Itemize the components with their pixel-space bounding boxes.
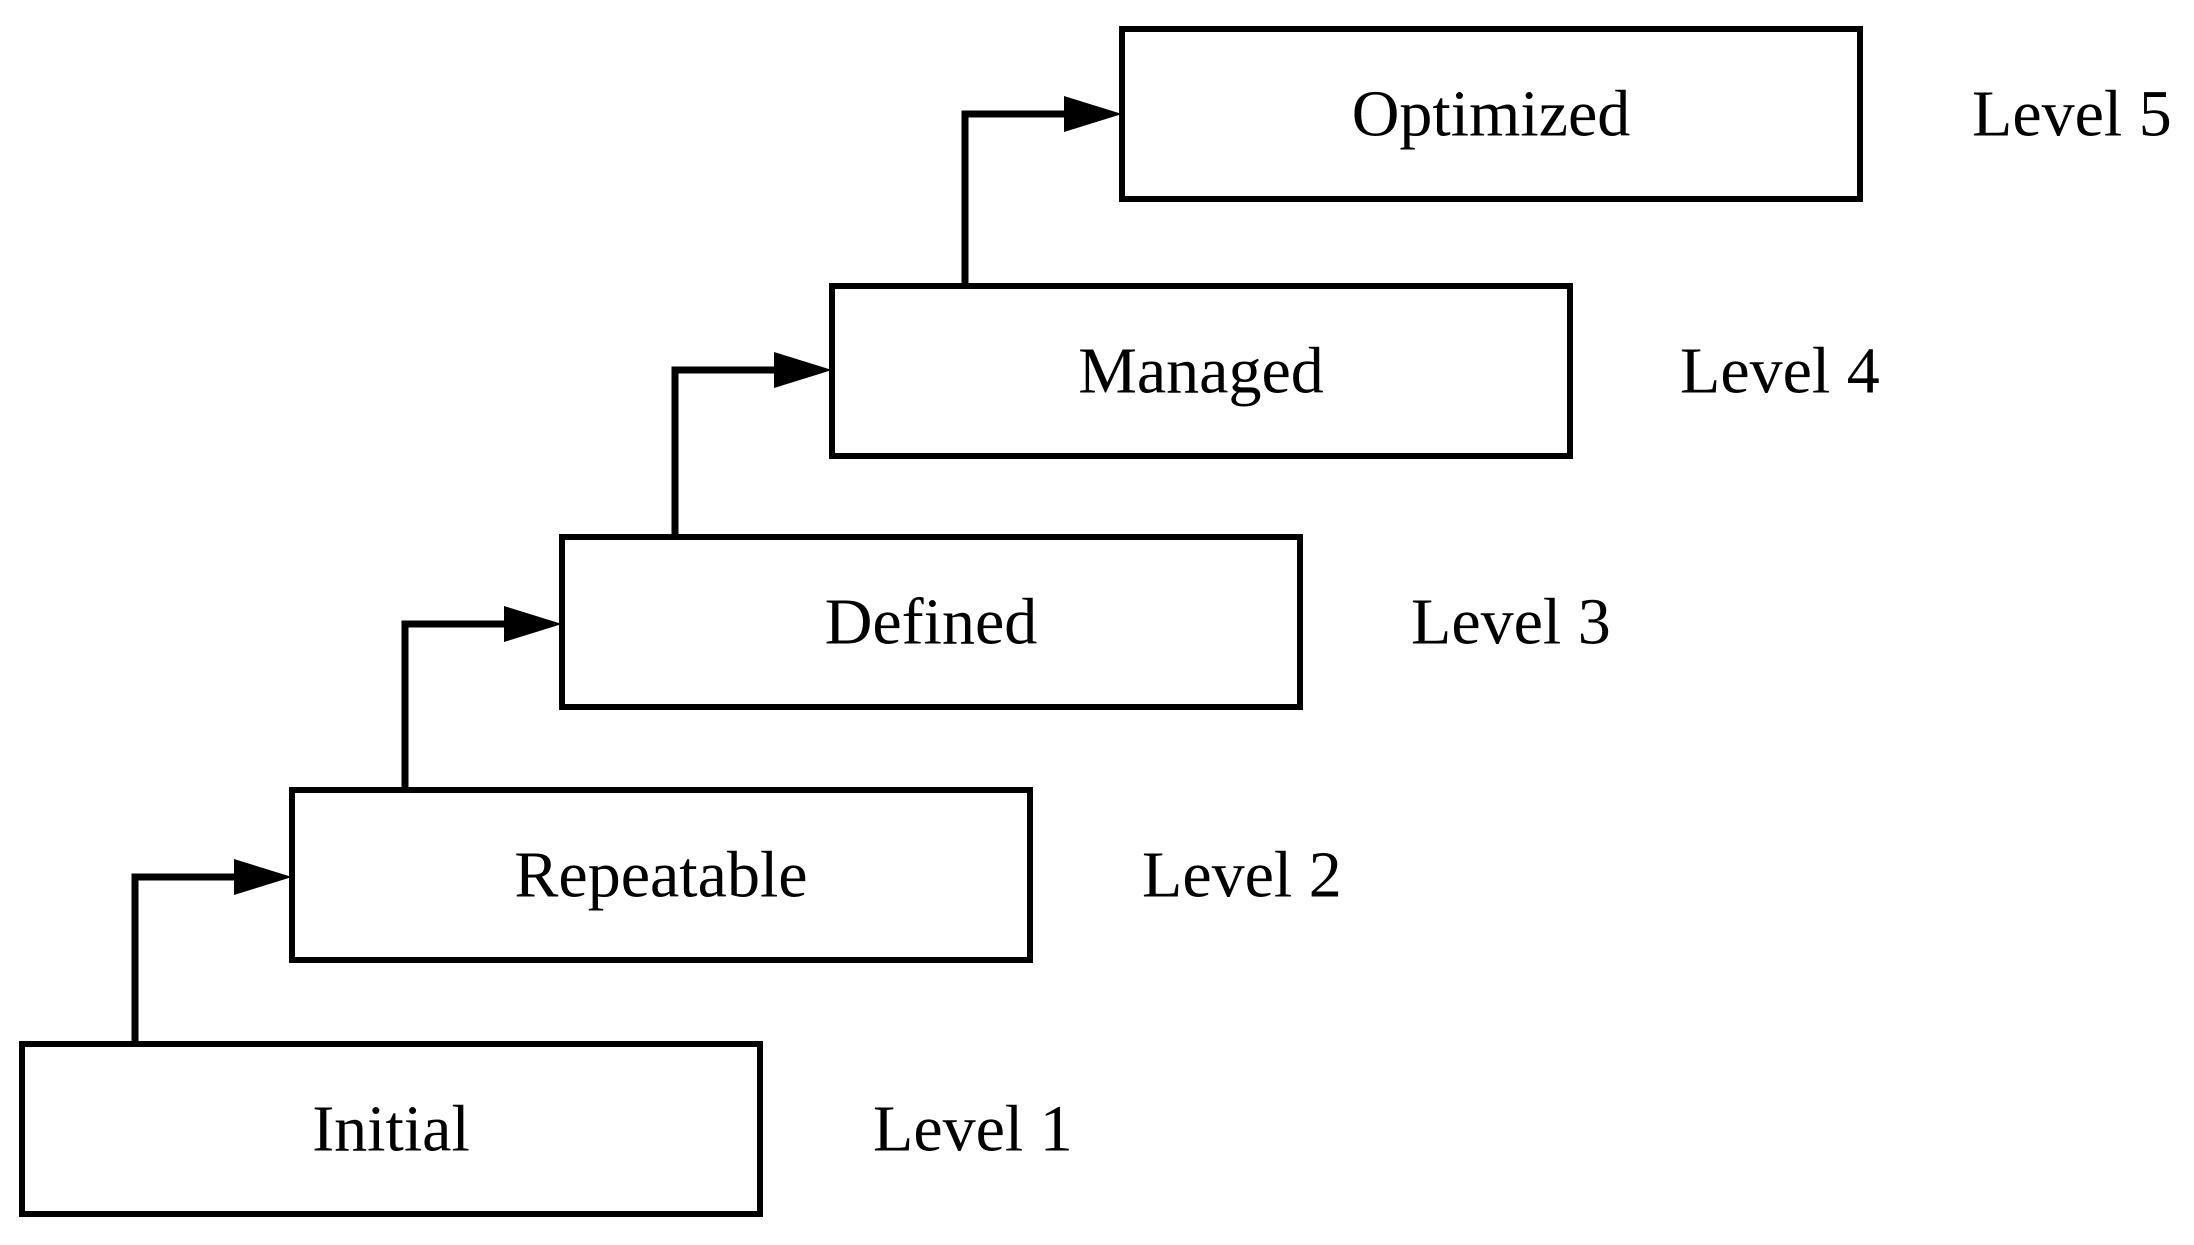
step-box-managed [829, 283, 1573, 459]
connector-2-to-3 [401, 620, 510, 790]
connector-3-to-4 [671, 366, 780, 537]
connectors [131, 96, 1122, 1044]
step-defined: Defined Level 3 [559, 534, 1611, 710]
arrowhead-1-to-2 [234, 859, 292, 895]
arrowhead-3-to-4 [774, 352, 832, 388]
step-label-optimized: Optimized [1352, 78, 1631, 151]
connector-4-to-5 [961, 110, 1070, 286]
level-label-2: Level 2 [1142, 839, 1342, 912]
step-box-optimized [1119, 26, 1863, 202]
step-box-defined [559, 534, 1303, 710]
step-label-repeatable: Repeatable [514, 839, 807, 912]
step-label-managed: Managed [1078, 335, 1324, 408]
step-box-initial [19, 1041, 763, 1217]
step-repeatable: Repeatable Level 2 [289, 787, 1342, 963]
step-optimized: Optimized Level 5 [1119, 26, 2172, 202]
step-label-initial: Initial [312, 1093, 470, 1166]
step-label-defined: Defined [825, 586, 1038, 659]
step-managed: Managed Level 4 [829, 283, 1880, 459]
level-label-1: Level 1 [873, 1093, 1073, 1166]
level-label-3: Level 3 [1411, 586, 1611, 659]
level-label-5: Level 5 [1972, 78, 2172, 151]
connector-1-to-2 [131, 873, 240, 1044]
level-label-4: Level 4 [1680, 335, 1880, 408]
step-box-repeatable [289, 787, 1033, 963]
arrowhead-4-to-5 [1064, 96, 1122, 132]
step-initial: Initial Level 1 [19, 1041, 1073, 1217]
arrowhead-2-to-3 [504, 606, 562, 642]
